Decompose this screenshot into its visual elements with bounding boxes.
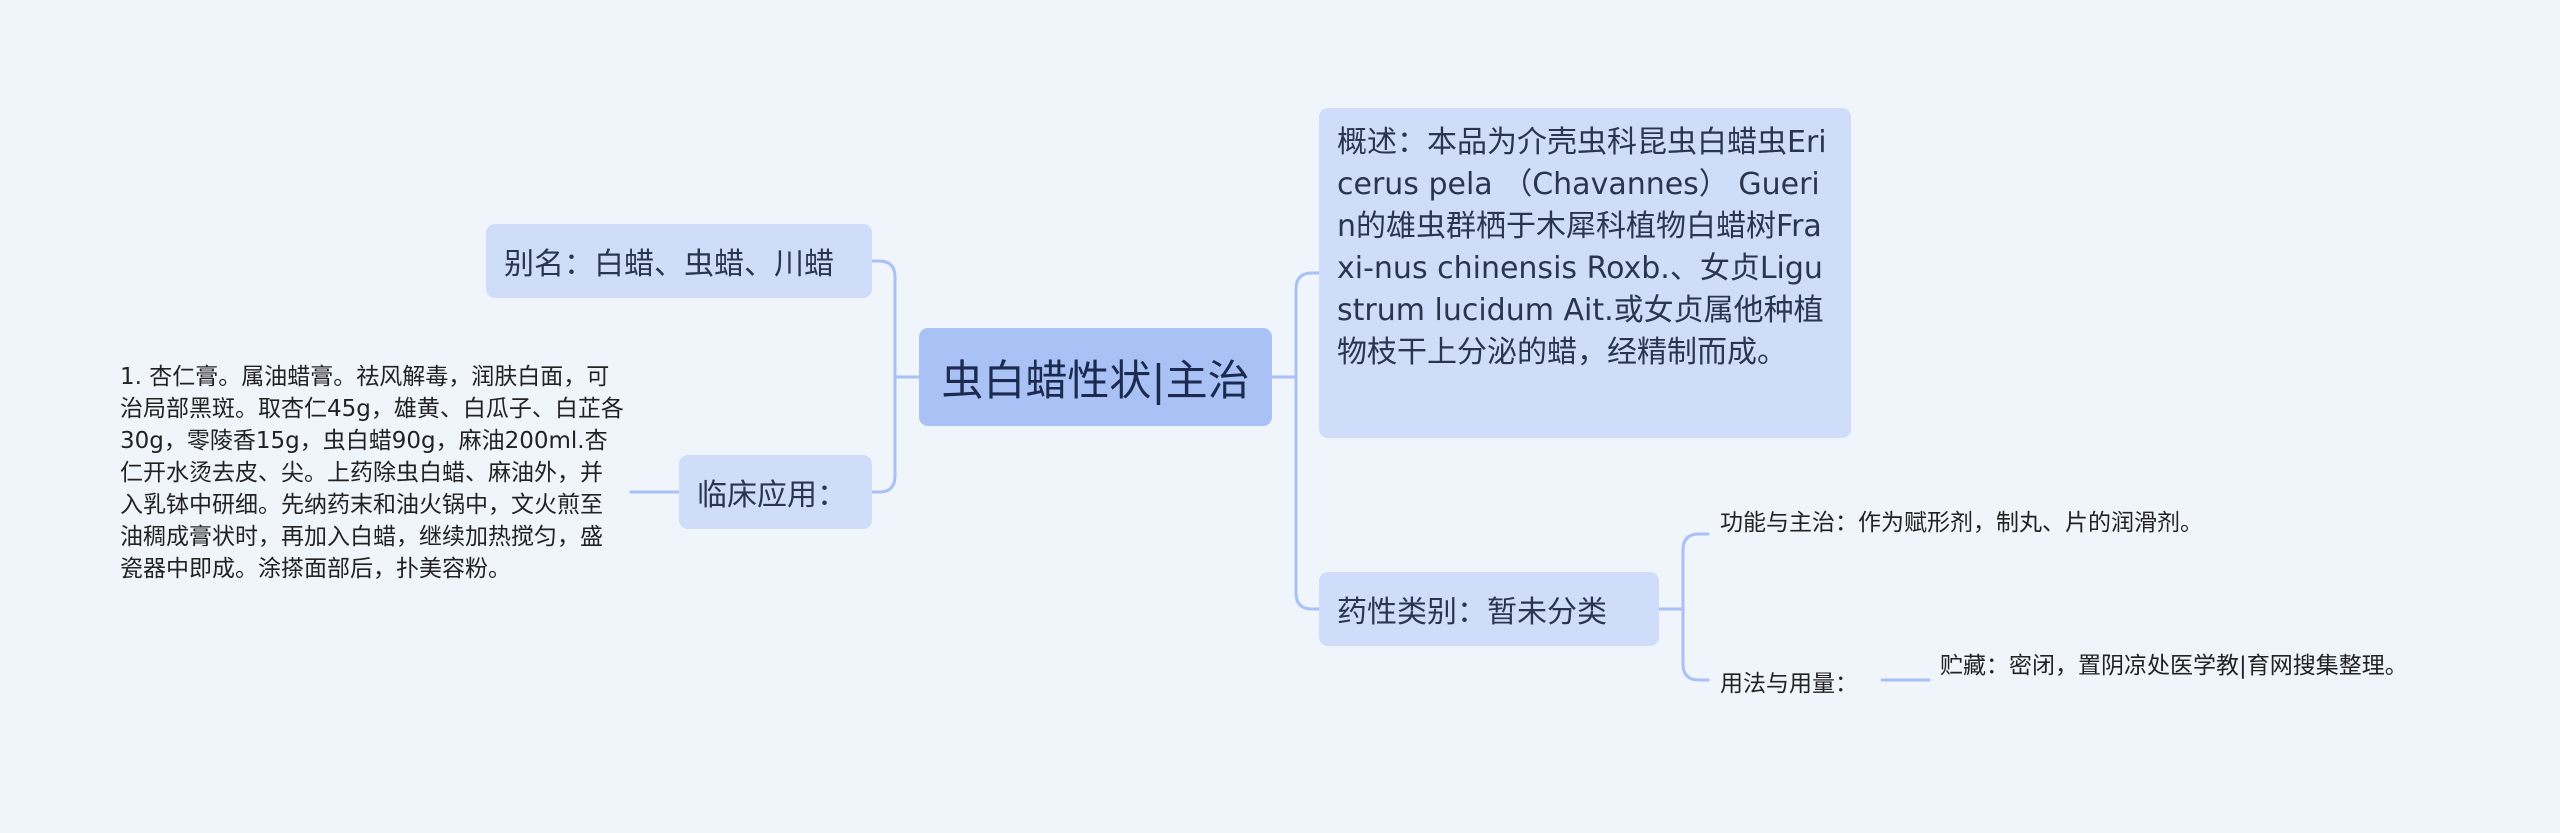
alias-label: 别名：白蜡、虫蜡、川蜡 xyxy=(504,247,834,282)
category-label: 药性类别：暂未分类 xyxy=(1337,595,1607,630)
connector-to-overview xyxy=(1294,271,1321,379)
alias-node[interactable]: 别名：白蜡、虫蜡、川蜡 xyxy=(486,224,872,298)
storage-node[interactable]: 贮藏：密闭，置阴凉处医学教|育网搜集整理。 xyxy=(1940,653,2408,679)
connector-to-function xyxy=(1681,532,1710,611)
clinical-label: 临床应用： xyxy=(697,478,847,513)
overview-label: 概述：本品为介壳虫科昆虫白蜡虫Ericerus pela （Chavannes）… xyxy=(1337,125,1827,370)
connector-to-usage xyxy=(1681,607,1710,682)
root-label: 虫白蜡性状|主治 xyxy=(941,355,1250,405)
clinical-detail-text[interactable]: 1. 杏仁膏。属油蜡膏。祛风解毒，润肤白面，可治局部黑斑。取杏仁45g，雄黄、白… xyxy=(120,364,624,582)
connector-to-category xyxy=(1294,375,1321,611)
clinical-node[interactable]: 临床应用： xyxy=(679,455,872,529)
overview-node[interactable]: 概述：本品为介壳虫科昆虫白蜡虫Ericerus pela （Chavannes）… xyxy=(1319,108,1851,438)
function-node[interactable]: 功能与主治：作为赋形剂，制丸、片的润滑剂。 xyxy=(1720,510,2203,536)
connector-to-alias xyxy=(870,259,897,379)
connector-to-clinical xyxy=(870,375,897,494)
category-node[interactable]: 药性类别：暂未分类 xyxy=(1319,572,1659,646)
root-node[interactable]: 虫白蜡性状|主治 xyxy=(919,328,1272,426)
usage-node[interactable]: 用法与用量： xyxy=(1720,671,1858,697)
